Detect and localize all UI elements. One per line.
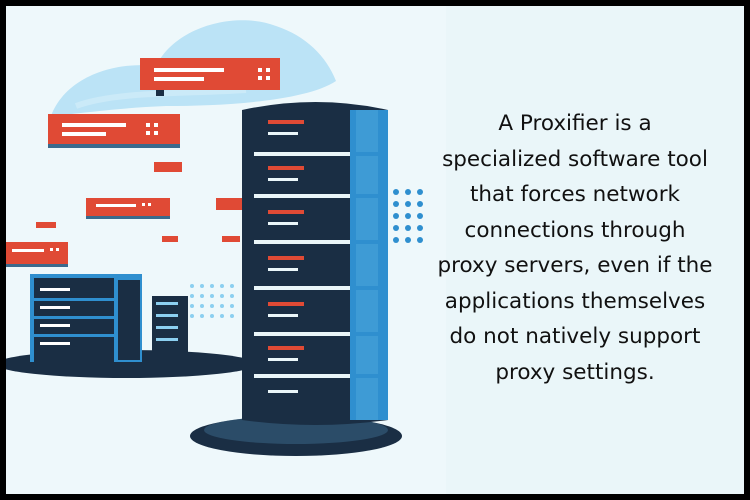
red-tag-2: [48, 114, 180, 148]
dot-grid-right: [393, 189, 423, 243]
caption-line: proxy settings.: [495, 359, 655, 385]
red-tag-3: [86, 198, 170, 219]
red-dash-5: [222, 236, 240, 242]
caption-line: that forces network: [470, 182, 680, 207]
red-dash-4: [162, 236, 178, 242]
caption-line: do not natively support: [449, 324, 701, 349]
caption-line: A Proxifier is a: [498, 111, 652, 136]
caption-line: connections through: [464, 217, 686, 243]
red-tag-4: [6, 242, 68, 267]
server-illustration: [6, 6, 446, 494]
small-server: [30, 274, 142, 362]
red-tag-1: [140, 58, 280, 96]
caption-line: proxy servers, even if the: [437, 253, 713, 278]
small-server-2: [152, 296, 188, 358]
red-dash-3: [36, 222, 56, 228]
red-dash-1: [154, 162, 182, 172]
graphic-frame: A Proxifier is a specialized software to…: [6, 6, 744, 494]
dot-grid-left: [190, 284, 234, 318]
caption-line: specialized software tool: [442, 146, 708, 172]
caption-line: applications themselves: [444, 288, 706, 314]
server-tower: [242, 102, 388, 425]
caption-text: A Proxifier is a specialized software to…: [410, 106, 740, 390]
red-dash-2: [216, 198, 244, 210]
